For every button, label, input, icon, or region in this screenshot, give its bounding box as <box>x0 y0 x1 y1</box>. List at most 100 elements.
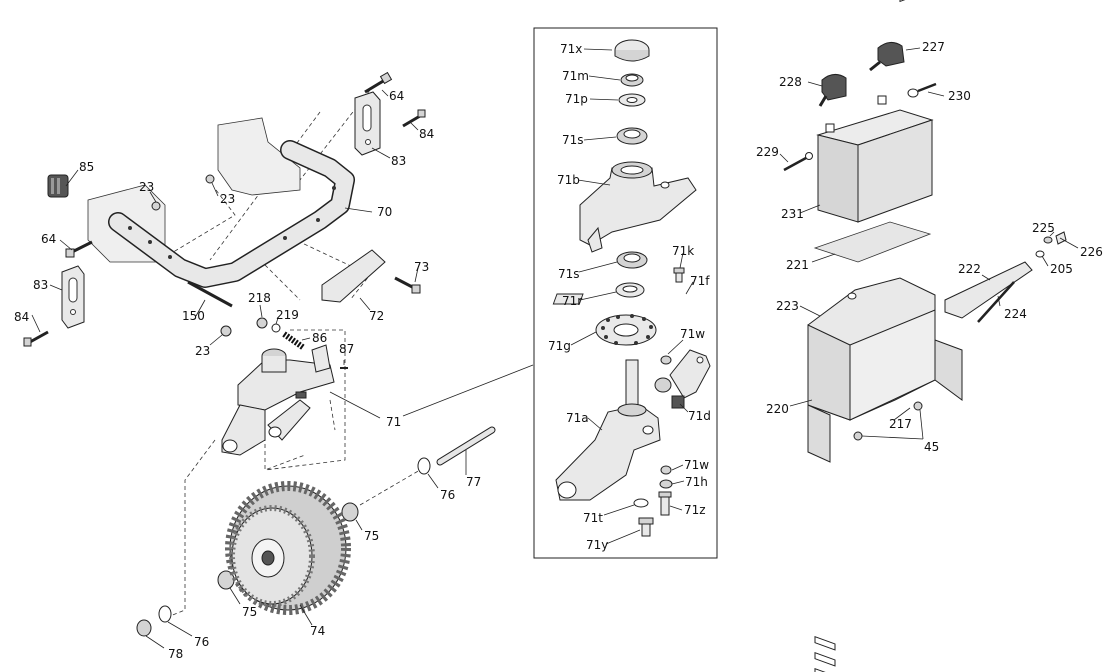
callout-205: 205 <box>1050 262 1073 276</box>
part-71b-housing <box>579 161 697 253</box>
part-229-bolt <box>783 152 813 172</box>
callout-226: 226 <box>1080 245 1103 259</box>
part-71p-washer <box>618 93 646 107</box>
callout-71g: 71g <box>548 339 571 353</box>
callout-71y: 71y <box>586 538 608 552</box>
part-71-caster-fork <box>221 344 335 456</box>
part-64-bolt-top <box>364 71 393 94</box>
callout-231: 231 <box>781 207 804 221</box>
callout-71s: 71s <box>558 267 580 281</box>
part-71a-fork <box>555 359 661 501</box>
part-219-washer <box>271 323 281 333</box>
callout-230: 230 <box>948 89 971 103</box>
part-75-spacer-a <box>341 502 359 522</box>
callout-84: 84 <box>14 310 29 324</box>
detail-frame <box>533 27 718 559</box>
callout-70: 70 <box>377 205 392 219</box>
part-230-bolt <box>907 82 937 98</box>
callout-224: 224 <box>1004 307 1027 321</box>
callout-219: 219 <box>276 308 299 322</box>
callout-23: 23 <box>195 344 210 358</box>
callout-217: 217 <box>889 417 912 431</box>
callout-86: 86 <box>312 331 327 345</box>
part-71t-washer <box>633 498 649 508</box>
callout-220: 220 <box>766 402 789 416</box>
callout-71f: 71f <box>690 274 710 288</box>
callout-229: 229 <box>756 145 779 159</box>
part-71s-bearing-bottom <box>616 251 648 269</box>
part-231-battery <box>816 95 934 223</box>
part-71r-race <box>615 282 645 298</box>
callout-71r: 71r <box>562 294 582 308</box>
part-71y-bolt <box>638 517 654 537</box>
callout-23: 23 <box>139 180 154 194</box>
part-64-bolt-left <box>65 240 93 258</box>
part-45-nut-a <box>913 401 923 411</box>
callout-71k: 71k <box>672 244 694 258</box>
battery-assembly: 227 228 230 229 231 221 225 226 205 222 … <box>756 0 1103 672</box>
part-77-axle <box>436 426 496 466</box>
part-71h-nut <box>659 479 673 489</box>
callout-225: 225 <box>1032 221 1055 235</box>
callout-75: 75 <box>242 605 257 619</box>
part-84-bolt-left <box>23 330 49 347</box>
callout-84: 84 <box>419 127 434 141</box>
part-222-hold-down <box>944 261 1033 319</box>
callout-74: 74 <box>310 624 325 638</box>
part-71z-bolt <box>658 491 672 516</box>
callout-76: 76 <box>440 488 455 502</box>
callout-221: 221 <box>786 258 809 272</box>
part-205-washer <box>1035 250 1045 258</box>
part-71x-cap <box>614 39 650 62</box>
right-side-plate <box>217 117 301 196</box>
part-23-nut-c <box>220 325 232 337</box>
part-224-rod <box>977 281 1015 323</box>
callout-85: 85 <box>79 160 94 174</box>
part-71f-plate <box>552 293 584 305</box>
callout-150: 150 <box>182 309 205 323</box>
part-71m-seal <box>620 73 644 87</box>
callout-71b: 71b <box>557 173 580 187</box>
part-83-plate-right <box>354 91 381 156</box>
part-150-bolt <box>187 280 233 308</box>
part-45-nut-b <box>853 431 863 441</box>
part-220-tray <box>807 0 963 672</box>
part-71w-washer-top <box>660 355 672 365</box>
part-74-wheel <box>225 481 351 615</box>
callout-83: 83 <box>33 278 48 292</box>
part-71g-index-ring <box>595 314 657 346</box>
part-71d-latch-bracket <box>654 349 711 409</box>
callout-71w: 71w <box>680 327 705 341</box>
part-76-washer-b <box>158 605 172 623</box>
callout-78: 78 <box>168 647 183 661</box>
callout-71t: 71t <box>583 511 603 525</box>
caster-detail-panel: 71x 71m 71p 71s 71b 71k 71s 71f 71r 71w … <box>533 27 718 559</box>
callout-71p: 71p <box>565 92 588 106</box>
callout-218: 218 <box>248 291 271 305</box>
part-221-mat <box>813 221 932 263</box>
part-84-bolt-top <box>402 109 426 128</box>
callout-64: 64 <box>41 232 56 246</box>
callout-71x: 71x <box>560 42 582 56</box>
callout-223: 223 <box>776 299 799 313</box>
callout-73: 73 <box>414 260 429 274</box>
callout-83: 83 <box>391 154 406 168</box>
part-228-terminal-cover <box>818 74 847 107</box>
callout-71w: 71w <box>684 458 709 472</box>
callout-71h: 71h <box>685 475 708 489</box>
callout-222: 222 <box>958 262 981 276</box>
part-83-plate-left <box>61 265 85 329</box>
callout-71z: 71z <box>684 503 706 517</box>
part-73-bolt <box>394 276 421 294</box>
callout-87: 87 <box>339 342 354 356</box>
callout-71a: 71a <box>566 411 589 425</box>
part-70-frame <box>108 140 355 288</box>
part-78-cap <box>136 619 152 637</box>
callout-228: 228 <box>779 75 802 89</box>
part-218-spacer <box>256 317 268 329</box>
part-85-cap <box>47 174 69 198</box>
part-226-wing-nut <box>1055 231 1067 245</box>
callout-45: 45 <box>924 440 939 454</box>
part-71w-washer-bottom <box>660 465 672 475</box>
